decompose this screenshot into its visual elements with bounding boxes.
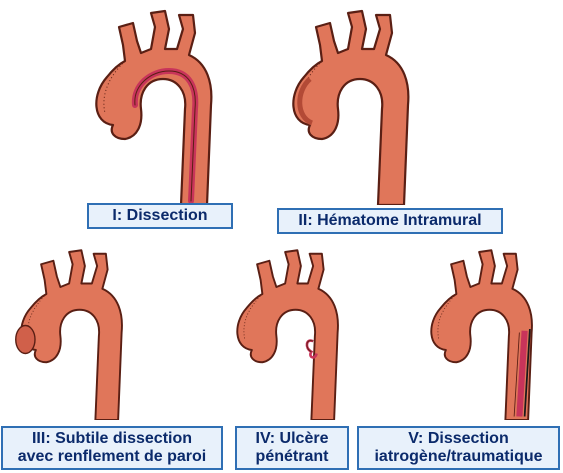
aorta-illustration-subtle-dissection	[2, 245, 152, 420]
aorta-illustration-intramural-hematoma	[282, 5, 432, 205]
aorta-illustration-penetrating-ulcer	[218, 245, 368, 420]
label-iatrogenic-dissection: V: Dissection iatrogène/traumatique	[357, 426, 560, 470]
label-intramural-hematoma: II: Hématome Intramural	[277, 208, 503, 234]
label-dissection: I: Dissection	[87, 203, 233, 229]
label-penetrating-ulcer: IV: Ulcère pénétrant	[235, 426, 349, 470]
aorta-illustration-dissection	[85, 5, 235, 205]
aorta-illustration-iatrogenic-dissection	[412, 245, 562, 420]
label-subtle-dissection: III: Subtile dissection avec renflement …	[1, 426, 223, 470]
